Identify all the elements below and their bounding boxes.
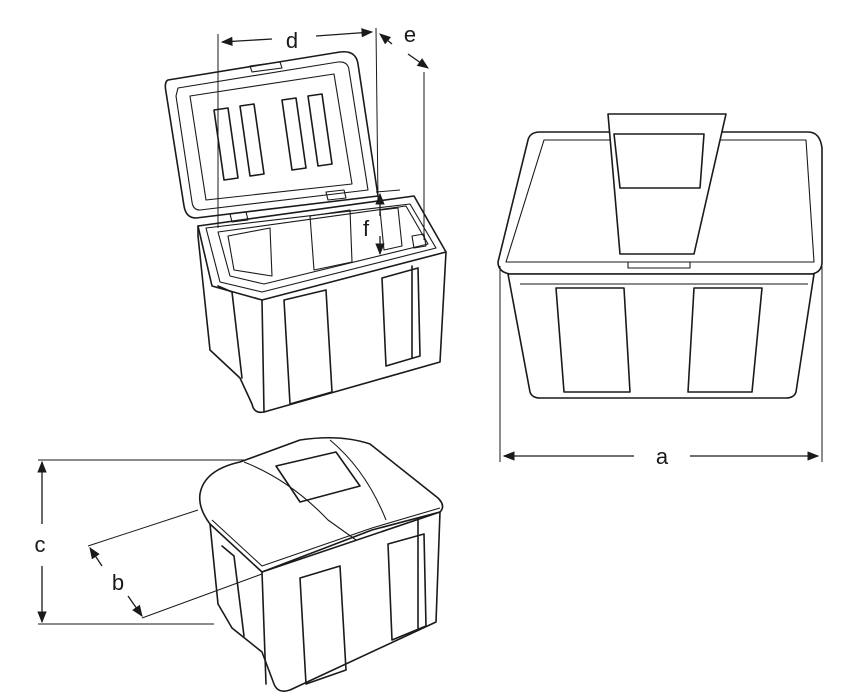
- dimension-label-c: c: [35, 532, 46, 557]
- front-box-illustration: a: [497, 113, 823, 469]
- dimension-label-b: b: [112, 570, 124, 595]
- dimension-f: f: [363, 189, 401, 256]
- dimension-a: a: [499, 266, 823, 469]
- front-box-lid: [497, 113, 823, 275]
- dimension-d: d: [217, 27, 379, 228]
- dimension-label-f: f: [363, 216, 370, 241]
- dimension-e: e: [379, 22, 429, 240]
- open-lid: [164, 50, 379, 219]
- closed-box-illustration: c b: [35, 436, 444, 692]
- dimension-label-d: d: [286, 28, 298, 53]
- closed-box-lid: [198, 436, 444, 574]
- dimension-c: c: [35, 459, 244, 625]
- front-box-body: [507, 273, 815, 399]
- open-box-illustration: d e f: [164, 22, 447, 414]
- closed-box-body: [209, 511, 441, 692]
- dimension-b: b: [87, 509, 263, 619]
- open-box-body: [197, 189, 447, 414]
- dimension-label-a: a: [656, 444, 669, 469]
- dimension-label-e: e: [404, 22, 416, 47]
